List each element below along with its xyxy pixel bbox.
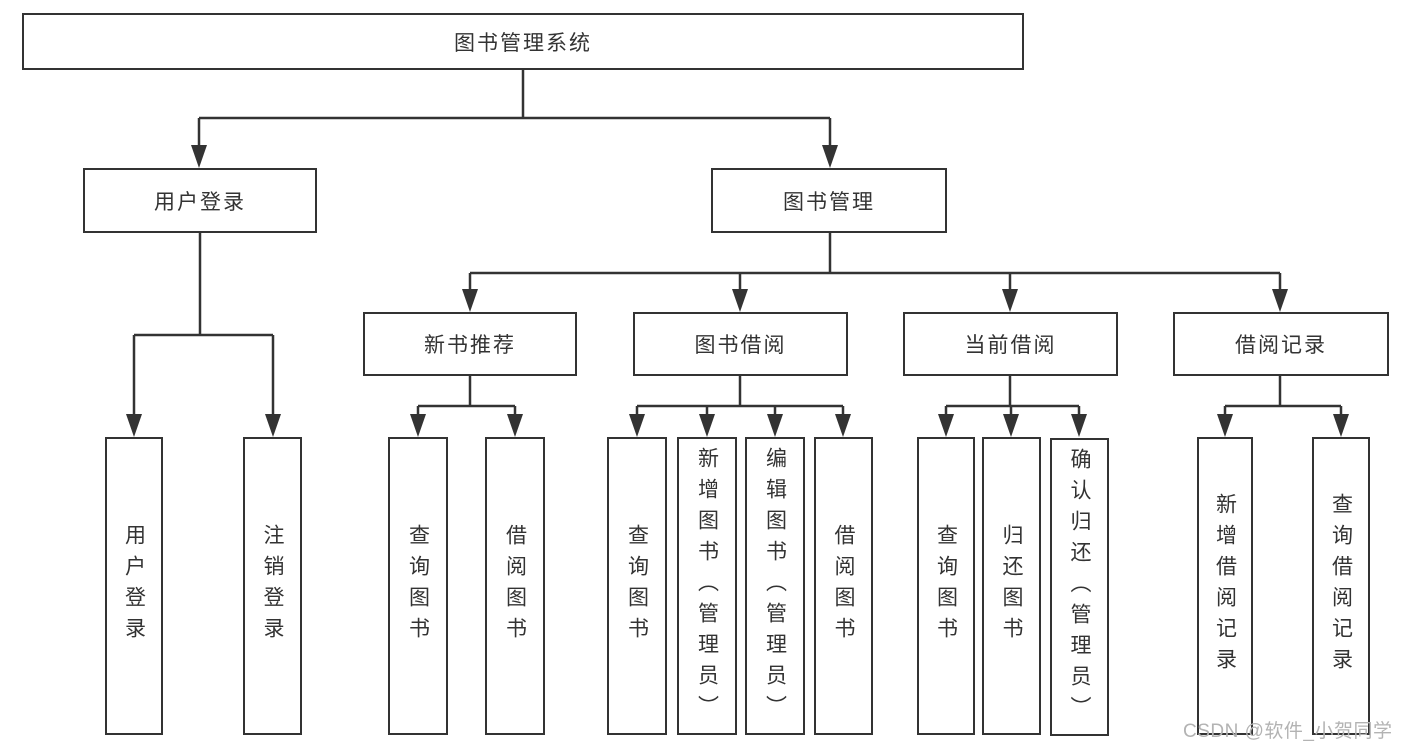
- node-book-management: 图书管理: [711, 168, 947, 233]
- node-root: 图书管理系统: [22, 13, 1024, 70]
- arrowhead: [1333, 414, 1349, 437]
- node-user-login-label: 用户登录: [154, 190, 246, 214]
- node-book-management-label: 图书管理: [783, 190, 875, 214]
- leaf-current-confirm-return-admin-label: 确认归还（管理员）: [1068, 447, 1092, 727]
- leaf-borrow-query-books-label: 查询图书: [625, 524, 649, 648]
- arrowhead: [699, 414, 715, 437]
- node-book-borrow-label: 图书借阅: [694, 334, 787, 357]
- leaf-records-add-record: 新增借阅记录: [1197, 437, 1253, 735]
- node-borrow-records: 借阅记录: [1173, 312, 1389, 376]
- node-user-login: 用户登录: [83, 168, 317, 233]
- arrowhead: [410, 414, 426, 437]
- node-current-borrow-label: 当前借阅: [964, 334, 1057, 357]
- leaf-recommend-borrow-books: 借阅图书: [485, 437, 545, 735]
- leaf-user-login: 用户登录: [105, 437, 163, 735]
- connector-recommend-to-leaves: [416, 376, 517, 414]
- connector-login-to-leaves: [132, 233, 275, 414]
- leaf-current-confirm-return-admin: 确认归还（管理员）: [1050, 438, 1109, 736]
- arrowhead: [822, 145, 838, 168]
- leaf-borrow-borrow-books: 借阅图书: [814, 437, 873, 735]
- arrowhead: [1272, 289, 1288, 312]
- arrowhead: [462, 289, 478, 312]
- arrowhead: [938, 414, 954, 437]
- arrowhead: [507, 414, 523, 437]
- leaf-current-query-books-label: 查询图书: [934, 524, 958, 648]
- node-current-borrow: 当前借阅: [903, 312, 1118, 376]
- arrowhead: [126, 414, 142, 437]
- leaf-borrow-borrow-books-label: 借阅图书: [832, 524, 856, 648]
- node-new-book-recommend-label: 新书推荐: [424, 334, 516, 357]
- arrowhead: [1071, 414, 1087, 437]
- leaf-records-query-record-label: 查询借阅记录: [1329, 493, 1353, 679]
- connector-mgmt-to-level3: [468, 233, 1282, 289]
- node-book-borrow: 图书借阅: [633, 312, 848, 376]
- arrowhead: [1002, 289, 1018, 312]
- arrowhead: [1217, 414, 1233, 437]
- leaf-borrow-add-books-admin-label: 新增图书（管理员）: [695, 446, 719, 726]
- leaf-records-query-record: 查询借阅记录: [1312, 437, 1370, 735]
- csdn-watermark: CSDN @软件_小贺同学: [1183, 721, 1393, 742]
- leaf-borrow-add-books-admin: 新增图书（管理员）: [677, 437, 737, 735]
- connector-current-to-leaves: [944, 376, 1081, 414]
- leaf-logout: 注销登录: [243, 437, 302, 735]
- node-new-book-recommend: 新书推荐: [363, 312, 577, 376]
- leaf-current-return-books-label: 归还图书: [1000, 524, 1024, 648]
- node-borrow-records-label: 借阅记录: [1235, 334, 1327, 357]
- arrowhead: [767, 414, 783, 437]
- arrowhead: [629, 414, 645, 437]
- leaf-current-query-books: 查询图书: [917, 437, 975, 735]
- connector-borrow-to-leaves: [635, 376, 845, 414]
- leaf-recommend-query-books-label: 查询图书: [406, 524, 430, 648]
- leaf-recommend-query-books: 查询图书: [388, 437, 448, 735]
- arrowhead: [732, 289, 748, 312]
- leaf-borrow-edit-books-admin-label: 编辑图书（管理员）: [763, 446, 787, 726]
- node-root-label: 图书管理系统: [454, 31, 592, 55]
- leaf-borrow-query-books: 查询图书: [607, 437, 667, 735]
- connector-records-to-leaves: [1223, 376, 1343, 414]
- arrowhead: [835, 414, 851, 437]
- connector-root-to-level2: [197, 70, 832, 146]
- leaf-logout-label: 注销登录: [261, 524, 285, 648]
- arrowhead: [191, 145, 207, 168]
- leaf-recommend-borrow-books-label: 借阅图书: [503, 524, 527, 648]
- arrowhead: [265, 414, 281, 437]
- leaf-current-return-books: 归还图书: [982, 437, 1041, 735]
- leaf-user-login-label: 用户登录: [122, 524, 146, 648]
- leaf-records-add-record-label: 新增借阅记录: [1213, 493, 1237, 679]
- leaf-borrow-edit-books-admin: 编辑图书（管理员）: [745, 437, 805, 735]
- arrowhead: [1003, 414, 1019, 437]
